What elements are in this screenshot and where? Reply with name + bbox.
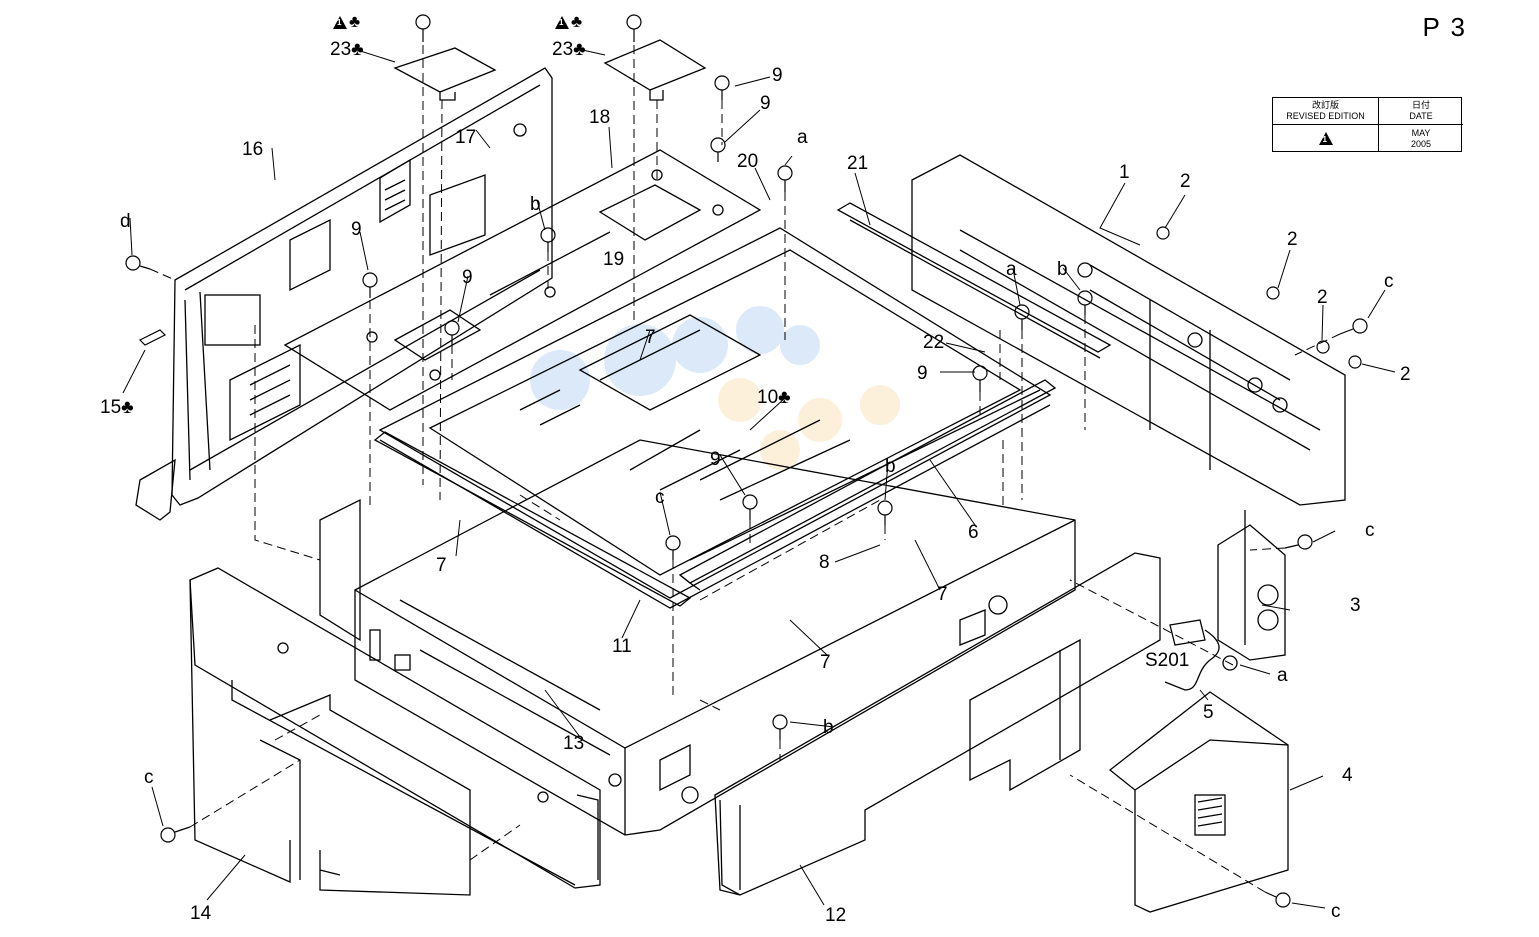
callout-16: 16 bbox=[242, 139, 264, 160]
warning-suffix: ♣ bbox=[349, 12, 361, 31]
warning-suffix: ♣ bbox=[571, 12, 583, 31]
revision-date-cell: MAY 2005 bbox=[1379, 125, 1463, 152]
callout-c: c bbox=[1384, 271, 1394, 292]
callout-2: 2 bbox=[1400, 364, 1411, 385]
callout-b: b bbox=[885, 456, 896, 477]
callout-11: 11 bbox=[612, 636, 632, 657]
callout-7: 7 bbox=[937, 584, 948, 605]
callout-4: 4 bbox=[1342, 765, 1353, 786]
revision-edition-header: 改訂版 REVISED EDITION bbox=[1273, 98, 1379, 125]
callout-5: 5 bbox=[1203, 702, 1214, 723]
callout-d: d bbox=[120, 211, 131, 232]
callout-20: 20 bbox=[737, 151, 759, 172]
warning-mark-right: 1♣ bbox=[555, 12, 582, 32]
callout-18: 18 bbox=[589, 107, 611, 128]
front-right-panel bbox=[714, 552, 1161, 896]
front-strips bbox=[373, 379, 1057, 607]
right-back-frame bbox=[911, 154, 1346, 506]
callout-8: 8 bbox=[819, 552, 830, 573]
revision-date-year: 2005 bbox=[1410, 138, 1432, 149]
leader-lines bbox=[122, 48, 1396, 909]
callout-9: 9 bbox=[760, 93, 771, 114]
callout-2: 2 bbox=[1287, 229, 1298, 250]
callout-23-left: 23♣ bbox=[330, 39, 364, 60]
sensor-harness bbox=[1164, 619, 1238, 691]
callout-3: 3 bbox=[1350, 595, 1361, 616]
callout-s201: S201 bbox=[1145, 650, 1190, 671]
warning-triangle-icon: 1 bbox=[1318, 132, 1333, 145]
callout-b: b bbox=[1057, 259, 1068, 280]
callout-13: 13 bbox=[563, 733, 585, 754]
left-back-cover bbox=[135, 67, 553, 521]
callout-15: 15♣ bbox=[100, 397, 134, 418]
revision-mark: 1 bbox=[1322, 135, 1327, 144]
revision-date-header: 日付 DATE bbox=[1379, 98, 1463, 125]
revision-table: 改訂版 REVISED EDITION 日付 DATE 1 MAY 2005 bbox=[1272, 97, 1463, 152]
revision-date-en: DATE bbox=[1409, 111, 1433, 121]
revision-date-month: MAY bbox=[1411, 127, 1431, 138]
callout-a: a bbox=[1277, 665, 1288, 686]
callout-2: 2 bbox=[1180, 171, 1191, 192]
callout-c: c bbox=[655, 487, 665, 508]
warning-mark-left: 1♣ bbox=[333, 12, 360, 32]
callout-b: b bbox=[823, 717, 834, 738]
callout-7: 7 bbox=[645, 327, 656, 348]
warning-mark-number: 1 bbox=[337, 18, 342, 28]
callout-23-right: 23♣ bbox=[552, 39, 586, 60]
callout-9: 9 bbox=[772, 65, 783, 86]
front-left-panel bbox=[189, 567, 601, 896]
callout-2: 2 bbox=[1317, 287, 1328, 308]
callout-9: 9 bbox=[351, 219, 362, 240]
callout-9: 9 bbox=[917, 363, 928, 384]
side-bracket bbox=[1217, 510, 1286, 661]
dash-lines bbox=[149, 45, 1341, 893]
callout-7: 7 bbox=[820, 652, 831, 673]
warning-mark-number: 1 bbox=[559, 18, 564, 28]
callout-14: 14 bbox=[190, 903, 212, 924]
main-chassis bbox=[319, 389, 1076, 836]
rear-plate bbox=[283, 149, 762, 411]
callout-6: 6 bbox=[968, 522, 979, 543]
revision-edition-jp: 改訂版 bbox=[1311, 100, 1339, 110]
callout-7: 7 bbox=[436, 555, 447, 576]
callout-a: a bbox=[797, 127, 808, 148]
warning-triangle-icon: 1 bbox=[555, 16, 569, 30]
revision-edition-en: REVISED EDITION bbox=[1286, 111, 1365, 121]
callout-1: 1 bbox=[1119, 162, 1130, 183]
top-plates bbox=[393, 39, 707, 101]
revision-mark-cell: 1 bbox=[1273, 125, 1379, 152]
callout-9: 9 bbox=[462, 267, 473, 288]
callout-21: 21 bbox=[847, 153, 869, 174]
rear-cover bbox=[1108, 691, 1289, 913]
callout-b: b bbox=[530, 194, 541, 215]
callout-17: 17 bbox=[455, 127, 477, 148]
watermark bbox=[530, 306, 900, 470]
callout-12: 12 bbox=[825, 905, 847, 926]
callout-22: 22 bbox=[923, 332, 945, 353]
callout-c: c bbox=[1365, 520, 1375, 541]
callout-c: c bbox=[144, 767, 154, 788]
screws bbox=[125, 14, 1368, 908]
page-number: P 3 bbox=[1422, 12, 1467, 42]
warning-triangle-icon: 1 bbox=[333, 16, 347, 30]
tag-15 bbox=[138, 329, 167, 346]
revision-date-jp: 日付 bbox=[1411, 100, 1430, 110]
callout-a: a bbox=[1006, 259, 1017, 280]
callout-9: 9 bbox=[710, 449, 721, 470]
callout-19: 19 bbox=[603, 249, 625, 270]
callout-10: 10♣ bbox=[757, 387, 791, 408]
center-frame bbox=[378, 227, 1052, 609]
rail bbox=[836, 202, 1112, 359]
callout-c: c bbox=[1331, 901, 1341, 922]
